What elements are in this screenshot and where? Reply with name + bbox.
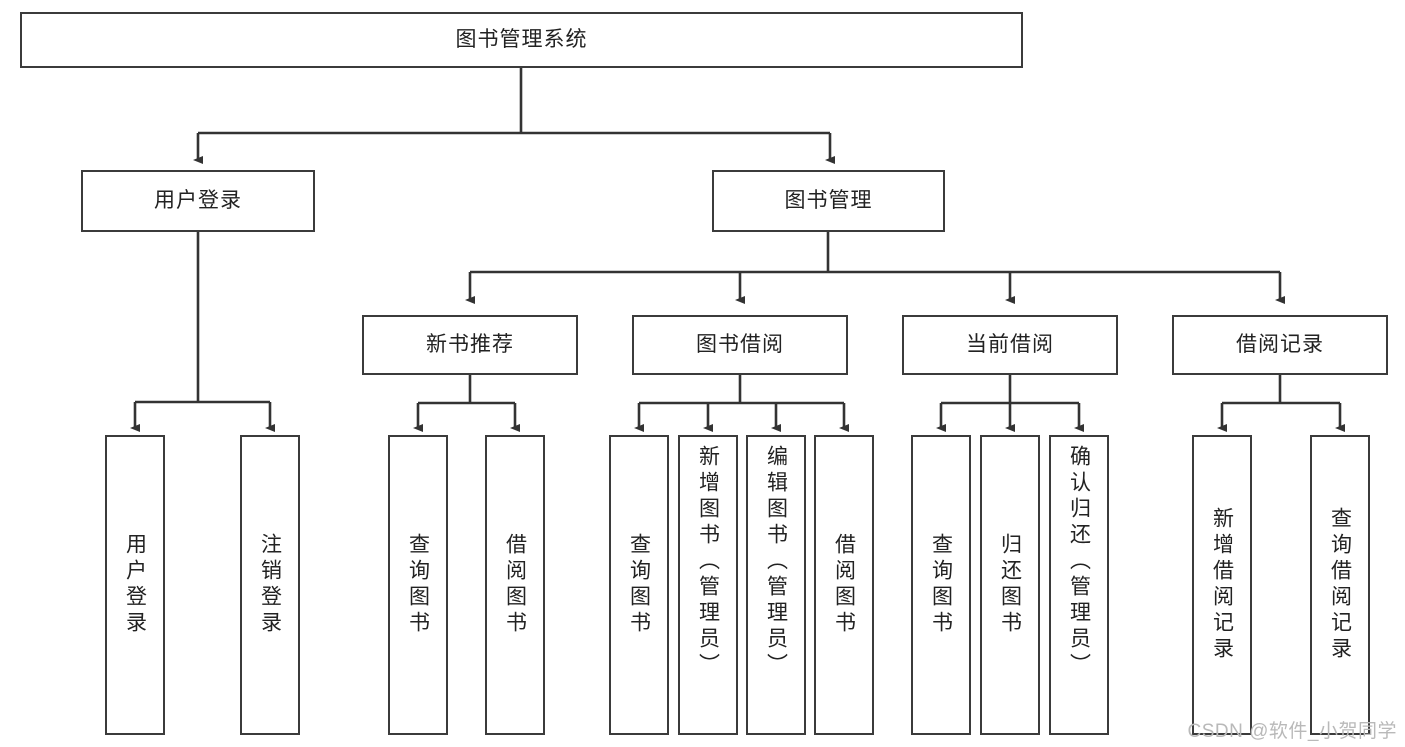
leaf-label: 查询图书 xyxy=(929,533,953,637)
leaf-book-borrow-add[interactable]: 新增图书（管理员） xyxy=(678,435,738,735)
leaf-label: 确认归还（管理员） xyxy=(1067,445,1091,679)
node-borrow-record-label: 借阅记录 xyxy=(1236,332,1324,356)
leaf-label: 借阅图书 xyxy=(503,533,527,637)
leaf-label: 新增图书（管理员） xyxy=(696,445,720,679)
leaf-user-login-login[interactable]: 用户登录 xyxy=(105,435,165,735)
leaf-book-borrow-query[interactable]: 查询图书 xyxy=(609,435,669,735)
watermark: CSDN @软件_小贺同学 xyxy=(1187,721,1397,742)
node-current-borrow[interactable]: 当前借阅 xyxy=(902,315,1118,375)
leaf-book-borrow-borrow[interactable]: 借阅图书 xyxy=(814,435,874,735)
node-current-borrow-label: 当前借阅 xyxy=(966,332,1054,356)
leaf-label: 查询借阅记录 xyxy=(1328,507,1352,663)
leaf-label: 借阅图书 xyxy=(832,533,856,637)
node-root-label: 图书管理系统 xyxy=(455,27,588,51)
node-book-management-label: 图书管理 xyxy=(784,188,873,212)
leaf-new-book-borrow[interactable]: 借阅图书 xyxy=(485,435,545,735)
leaf-borrow-record-query[interactable]: 查询借阅记录 xyxy=(1310,435,1370,735)
node-root[interactable]: 图书管理系统 xyxy=(20,12,1023,68)
node-new-book-recommend[interactable]: 新书推荐 xyxy=(362,315,578,375)
node-new-book-recommend-label: 新书推荐 xyxy=(426,332,514,356)
leaf-label: 新增借阅记录 xyxy=(1210,507,1234,663)
leaf-label: 查询图书 xyxy=(627,533,651,637)
node-book-borrow-label: 图书借阅 xyxy=(696,332,784,356)
leaf-user-login-logout[interactable]: 注销登录 xyxy=(240,435,300,735)
node-user-login[interactable]: 用户登录 xyxy=(81,170,315,232)
node-user-login-label: 用户登录 xyxy=(154,188,242,212)
leaf-label: 编辑图书（管理员） xyxy=(764,445,788,679)
leaf-label: 查询图书 xyxy=(406,533,430,637)
node-book-borrow[interactable]: 图书借阅 xyxy=(632,315,848,375)
node-book-management[interactable]: 图书管理 xyxy=(712,170,945,232)
leaf-label: 注销登录 xyxy=(258,533,282,637)
leaf-current-borrow-return[interactable]: 归还图书 xyxy=(980,435,1040,735)
leaf-current-borrow-confirm-return[interactable]: 确认归还（管理员） xyxy=(1049,435,1109,735)
leaf-borrow-record-add[interactable]: 新增借阅记录 xyxy=(1192,435,1252,735)
leaf-label: 归还图书 xyxy=(998,533,1022,637)
node-borrow-record[interactable]: 借阅记录 xyxy=(1172,315,1388,375)
leaf-book-borrow-edit[interactable]: 编辑图书（管理员） xyxy=(746,435,806,735)
leaf-label: 用户登录 xyxy=(123,533,147,637)
leaf-current-borrow-query[interactable]: 查询图书 xyxy=(911,435,971,735)
leaf-new-book-query[interactable]: 查询图书 xyxy=(388,435,448,735)
